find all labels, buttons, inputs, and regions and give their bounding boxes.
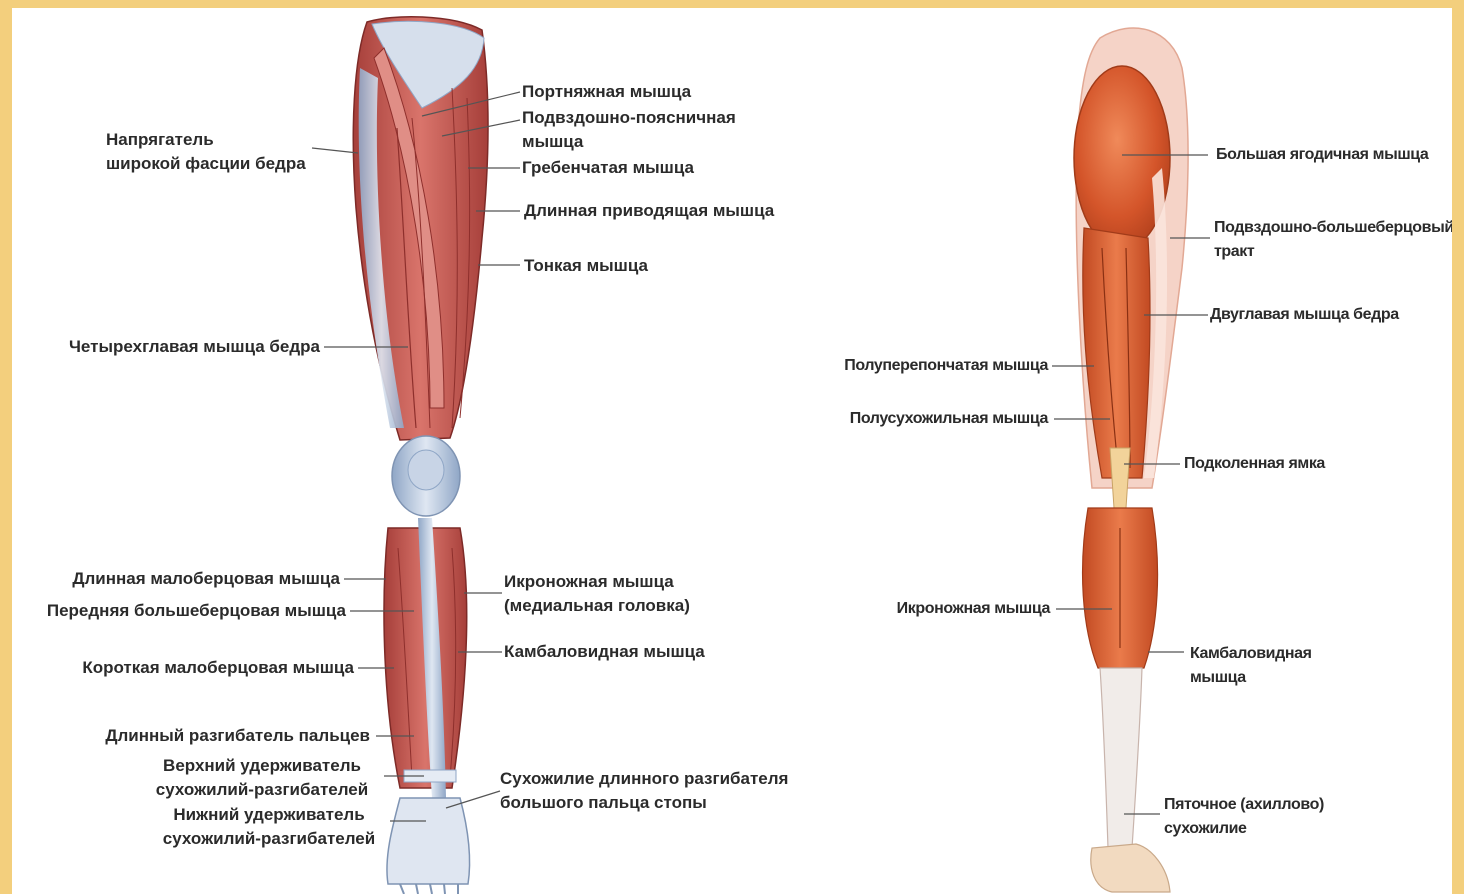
label-inferior-retinaculum: Нижний удерживатель сухожилий-разгибател… (138, 803, 400, 851)
label-line: Сухожилие длинного разгибателя (500, 767, 788, 791)
label-hallucis-tendon: Сухожилие длинного разгибателя большого … (500, 767, 788, 815)
label-semitendinosus: Полусухожильная мышца (812, 407, 1048, 431)
label-line: Четырехглавая мышца бедра (32, 335, 320, 359)
label-line: Полусухожильная мышца (812, 407, 1048, 431)
label-peroneus-longus: Длинная малоберцовая мышца (18, 567, 340, 591)
label-semimembranosus: Полуперепончатая мышца (812, 354, 1048, 378)
label-line: Передняя большеберцовая мышца (12, 599, 346, 623)
label-tibialis-anterior: Передняя большеберцовая мышца (12, 599, 346, 623)
label-line: Верхний удерживатель (132, 754, 392, 778)
label-line: тракт (1214, 240, 1452, 264)
label-achilles-tendon: Пяточное (ахиллово) сухожилие (1164, 793, 1324, 841)
label-line: Подколенная ямка (1184, 452, 1325, 476)
label-gluteus-maximus: Большая ягодичная мышца (1216, 143, 1428, 167)
label-gracilis: Тонкая мышца (524, 254, 648, 278)
label-line: Икроножная мышца (504, 570, 690, 594)
label-iliopsoas: Подвздошно-поясничная мышца (522, 106, 736, 154)
label-quadriceps: Четырехглавая мышца бедра (32, 335, 320, 359)
diagram-canvas: Напрягатель широкой фасции бедра Портняж… (12, 8, 1452, 894)
label-line: Подвздошно-большеберцовый (1214, 216, 1452, 240)
label-gastrocnemius-posterior: Икроножная мышца (852, 597, 1050, 621)
label-line: Тонкая мышца (524, 254, 648, 278)
label-soleus-posterior: Камбаловидная мышца (1190, 642, 1312, 690)
label-sartorius: Портняжная мышца (522, 80, 691, 104)
label-line: Двуглавая мышца бедра (1210, 303, 1399, 327)
posterior-leg (1074, 28, 1188, 892)
label-biceps-femoris: Двуглавая мышца бедра (1210, 303, 1399, 327)
label-line: Короткая малоберцовая мышца (32, 656, 354, 680)
label-extensor-digitorum-longus: Длинный разгибатель пальцев (52, 724, 370, 748)
label-adductor-longus: Длинная приводящая мышца (524, 199, 774, 223)
label-line: (медиальная головка) (504, 594, 690, 618)
label-line: мышца (1190, 666, 1312, 690)
label-line: Нижний удерживатель (138, 803, 400, 827)
label-pectineus: Гребенчатая мышца (522, 156, 694, 180)
label-line: Подвздошно-поясничная (522, 106, 736, 130)
label-superior-retinaculum: Верхний удерживатель сухожилий-разгибате… (132, 754, 392, 802)
label-line: Портняжная мышца (522, 80, 691, 104)
label-iliotibial-tract: Подвздошно-большеберцовый тракт (1214, 216, 1452, 264)
label-popliteal-fossa: Подколенная ямка (1184, 452, 1325, 476)
label-line: Длинная приводящая мышца (524, 199, 774, 223)
label-line: широкой фасции бедра (106, 152, 306, 176)
label-line: Большая ягодичная мышца (1216, 143, 1428, 167)
label-line: Икроножная мышца (852, 597, 1050, 621)
label-line: Длинный разгибатель пальцев (52, 724, 370, 748)
label-peroneus-brevis: Короткая малоберцовая мышца (32, 656, 354, 680)
label-line: Пяточное (ахиллово) (1164, 793, 1324, 817)
label-line: сухожилий-разгибателей (132, 778, 392, 802)
label-soleus-anterior: Камбаловидная мышца (504, 640, 705, 664)
label-line: Напрягатель (106, 128, 306, 152)
label-line: сухожилие (1164, 817, 1324, 841)
label-line: Камбаловидная мышца (504, 640, 705, 664)
label-tensor-fasciae-latae: Напрягатель широкой фасции бедра (106, 128, 306, 176)
label-gastrocnemius-medial: Икроножная мышца (медиальная головка) (504, 570, 690, 618)
label-line: Полуперепончатая мышца (812, 354, 1048, 378)
label-line: большого пальца стопы (500, 791, 788, 815)
label-line: Гребенчатая мышца (522, 156, 694, 180)
label-line: Длинная малоберцовая мышца (18, 567, 340, 591)
label-line: Камбаловидная (1190, 642, 1312, 666)
label-line: мышца (522, 130, 736, 154)
label-line: сухожилий-разгибателей (138, 827, 400, 851)
